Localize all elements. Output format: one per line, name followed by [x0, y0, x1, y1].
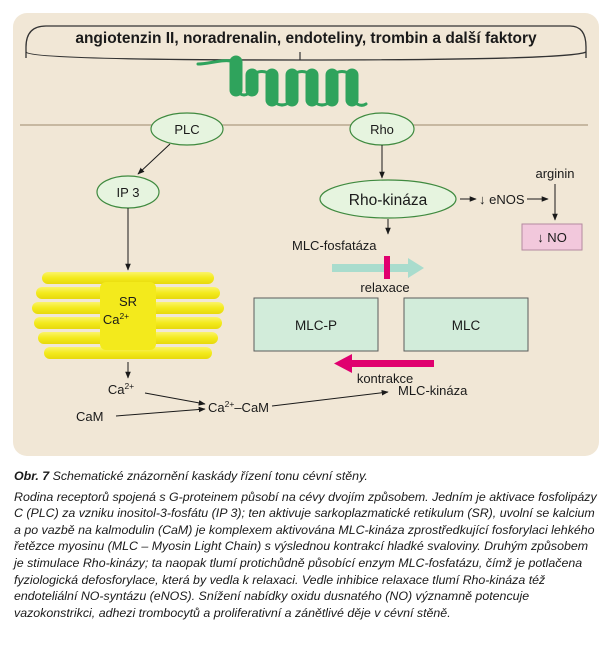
enos-label: ↓ eNOS — [479, 192, 525, 207]
mlc-kinase-label: MLC-kináza — [398, 383, 468, 398]
figure-caption: Obr. 7 Schematické znázornění kaskády ří… — [14, 468, 598, 621]
caption-title-line: Obr. 7 Schematické znázornění kaskády ří… — [14, 468, 598, 485]
mlc-phosphatase-label: MLC-fosfatáza — [292, 238, 377, 253]
caption-body: Rodina receptorů spojená s G-proteinem p… — [14, 489, 597, 620]
rho-kinase-node — [319, 179, 457, 219]
arrow-complex-mlckinase — [271, 389, 389, 407]
plc-label: PLC — [174, 122, 199, 137]
rho-kinase-label: Rho-kináza — [349, 192, 428, 209]
contraction-arrow — [334, 354, 434, 373]
relaxation-arrow — [332, 256, 424, 279]
caption-label: Obr. 7 — [14, 469, 50, 483]
top-factors-label: angiotenzin II, noradrenalin, endoteliny… — [75, 30, 537, 47]
top-factors-bracket: angiotenzin II, noradrenalin, endoteliny… — [25, 25, 587, 61]
arrow-plc-ip3 — [137, 143, 171, 175]
ca-cam-complex-label: Ca2+–CaM — [208, 399, 269, 415]
gpcr-receptor-icon — [196, 55, 368, 107]
no-label: ↓ NO — [537, 230, 567, 245]
contraction-label: kontrakce — [357, 371, 413, 386]
mlc-p-label: MLC-P — [295, 318, 337, 333]
mlc-box — [403, 297, 529, 352]
sr-stack-icon — [32, 272, 224, 359]
rho-label: Rho — [370, 122, 394, 137]
caption-title: Schematické znázornění kaskády řízení to… — [52, 469, 368, 483]
signaling-diagram: angiotenzin II, noradrenalin, endoteliny… — [20, 25, 588, 424]
mlc-label: MLC — [452, 318, 481, 333]
sr-label: SR — [119, 294, 137, 309]
arrow-ca-complex — [144, 392, 206, 406]
relaxation-label: relaxace — [360, 280, 409, 295]
ip3-label: IP 3 — [117, 185, 140, 200]
no-box — [521, 223, 583, 251]
arginine-label: arginin — [535, 166, 574, 181]
inhibition-bar — [384, 256, 390, 279]
ca-label: Ca2+ — [108, 381, 134, 397]
plc-node — [150, 112, 224, 146]
mlc-p-box — [253, 297, 379, 352]
sr-ca-label: Ca2+ — [103, 311, 129, 327]
arrow-cam-complex — [115, 406, 206, 417]
cam-label: CaM — [76, 409, 103, 424]
